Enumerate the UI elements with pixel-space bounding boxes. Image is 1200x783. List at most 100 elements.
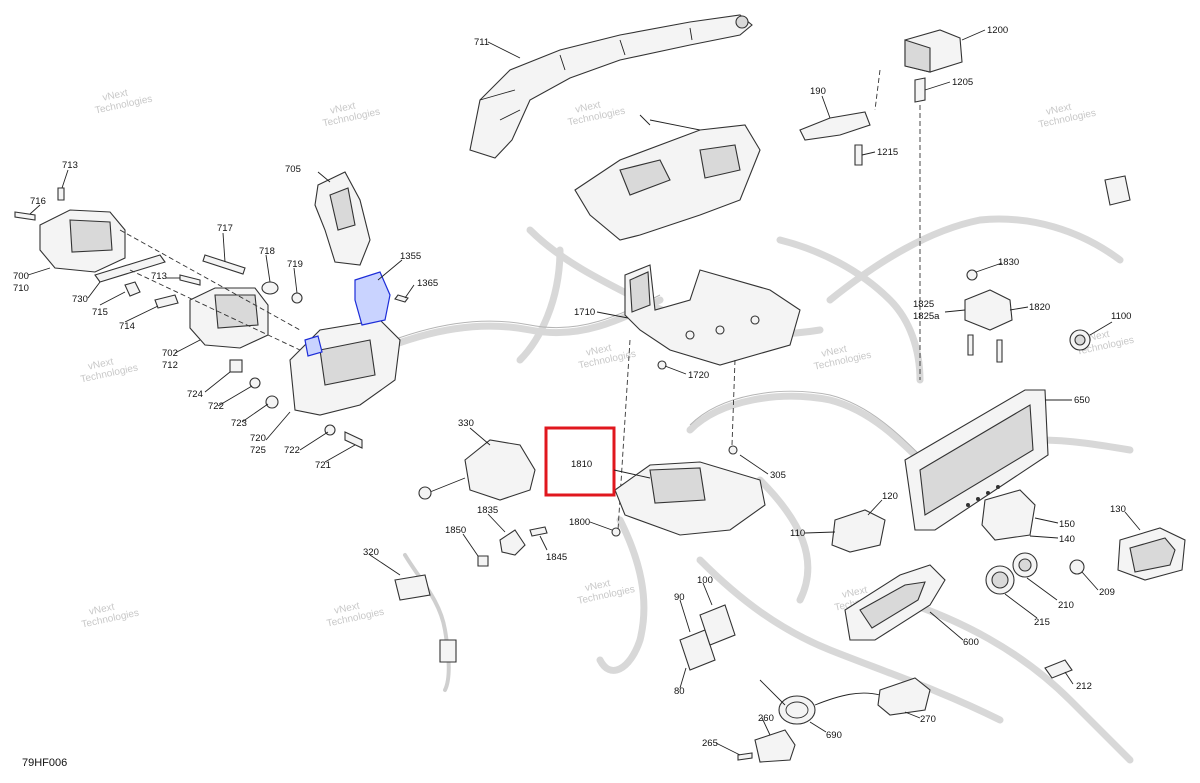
svg-text:vNext: vNext [88, 602, 116, 618]
blue-clip [304, 335, 323, 357]
part-110-120-switches [831, 509, 886, 553]
part-702-module [189, 287, 269, 349]
callout-721: 721 [315, 460, 331, 471]
callout-713: 713 [151, 271, 167, 282]
callout-710: 710 [13, 283, 29, 294]
svg-text:vNext: vNext [585, 343, 613, 359]
callout-labels: 711 1200 1205 190 1215 705 713 716 700 7… [13, 25, 1131, 749]
callout-713: 713 [62, 160, 78, 171]
part-700-module [39, 209, 126, 273]
callout-140: 140 [1059, 534, 1075, 545]
wiring-harness-background [376, 215, 1134, 764]
callout-209: 209 [1099, 587, 1115, 598]
callout-110: 110 [790, 528, 805, 539]
small-hardware-left [229, 294, 409, 449]
watermark: vNext Technologies [322, 101, 381, 130]
callout-190: 190 [810, 86, 826, 97]
callout-1830: 1830 [998, 257, 1019, 268]
part-upper-bracket [574, 114, 761, 241]
callout-330: 330 [458, 418, 474, 429]
part-150-switches [981, 489, 1036, 541]
watermark: vNext Technologies [81, 602, 140, 631]
callout-719: 719 [287, 259, 303, 270]
callout-600: 600 [963, 637, 979, 648]
callout-723: 723 [231, 418, 247, 429]
callout-1355: 1355 [400, 251, 421, 262]
part-1825-bolts [967, 334, 1003, 363]
part-265-screw [737, 752, 753, 761]
part-320-probe [394, 553, 457, 692]
part-1710-plate [624, 264, 801, 366]
part-1100-socket [1069, 329, 1091, 351]
callout-150: 150 [1059, 519, 1075, 530]
callout-1820: 1820 [1029, 302, 1050, 313]
callout-725: 725 [250, 445, 266, 456]
callout-305: 305 [770, 470, 786, 481]
callout-90: 90 [674, 592, 685, 603]
callout-265: 265 [702, 738, 718, 749]
leader-lines [27, 29, 1141, 756]
part-1355-blue-bracket [354, 271, 391, 326]
svg-text:vNext: vNext [820, 344, 848, 360]
callout-1810: 1810 [571, 459, 592, 470]
svg-text:vNext: vNext [87, 356, 115, 372]
callout-320: 320 [363, 547, 379, 558]
callout-1835: 1835 [477, 505, 498, 516]
callout-210: 210 [1058, 600, 1074, 611]
callout-722: 722 [284, 445, 300, 456]
callout-1825: 1825 [913, 299, 934, 310]
part-705-bracket [314, 171, 371, 266]
part-1215-bolt [854, 144, 863, 166]
callout-215: 215 [1034, 617, 1050, 628]
part-209-cap [1069, 559, 1085, 575]
svg-text:vNext: vNext [102, 88, 130, 104]
watermarks: vNext Technologies vNext Technologies vN… [80, 88, 1135, 631]
part-730-bracket [94, 254, 166, 283]
part-650-display [904, 389, 1049, 531]
callout-1365: 1365 [417, 278, 438, 289]
callout-212: 212 [1076, 681, 1092, 692]
callout-130: 130 [1110, 504, 1126, 515]
callout-730: 730 [72, 294, 88, 305]
part-260-switch [754, 729, 796, 763]
callout-1100: 1100 [1111, 311, 1131, 322]
watermark: vNext Technologies [578, 343, 637, 372]
svg-text:vNext: vNext [1045, 102, 1073, 118]
part-1820-sensor [964, 289, 1013, 331]
part-600-gauge [844, 564, 946, 641]
svg-text:vNext: vNext [574, 100, 602, 116]
callout-1215: 1215 [877, 147, 898, 158]
callout-690: 690 [826, 730, 842, 741]
callout-715: 715 [92, 307, 108, 318]
part-1845-1850-bolts [477, 526, 548, 567]
svg-text:vNext: vNext [841, 585, 869, 601]
part-190-sensor [799, 111, 871, 141]
watermark: vNext Technologies [326, 601, 385, 630]
drawing-code: 79HF006 [22, 757, 67, 769]
highlight-box-1810 [544, 426, 616, 497]
callout-100: 100 [697, 575, 713, 586]
callout-711: 711 [474, 37, 489, 48]
part-1720-screw [657, 360, 667, 370]
part-715-714-fittings [124, 281, 179, 309]
callout-705: 705 [285, 164, 301, 175]
part-212-plug [1044, 659, 1073, 679]
part-1205-screw [914, 77, 926, 103]
watermark: vNext Technologies [80, 356, 139, 385]
part-711-rail [469, 14, 753, 159]
watermark: vNext Technologies [813, 344, 872, 373]
svg-text:vNext: vNext [584, 578, 612, 594]
callout-1850: 1850 [445, 525, 466, 536]
callout-260: 260 [758, 713, 774, 724]
part-1810-ecu [614, 461, 766, 536]
part-1800-bolt [611, 527, 621, 537]
callout-702: 702 [162, 348, 178, 359]
callout-718: 718 [259, 246, 275, 257]
callout-1825a: 1825a [913, 311, 940, 322]
callout-1205: 1205 [952, 77, 973, 88]
callout-1710: 1710 [574, 307, 595, 318]
callout-270: 270 [920, 714, 936, 725]
watermark: vNext Technologies [567, 100, 626, 129]
